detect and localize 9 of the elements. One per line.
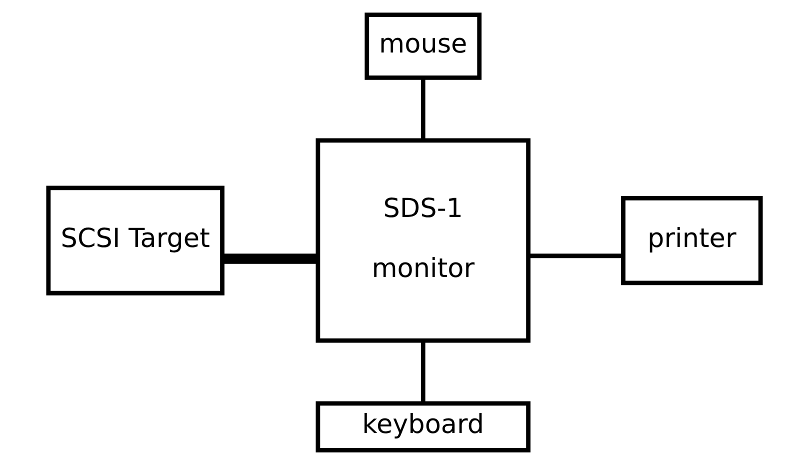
connector — [420, 340, 425, 403]
connector — [528, 253, 623, 258]
node-box: keyboard — [315, 400, 530, 452]
node-box: printer — [620, 195, 762, 285]
node-box: SCSI Target — [46, 185, 224, 295]
connector — [420, 77, 425, 140]
connector — [222, 253, 317, 264]
node-box: mouse — [364, 12, 482, 80]
node-box: SDS-1 monitor — [315, 138, 530, 342]
